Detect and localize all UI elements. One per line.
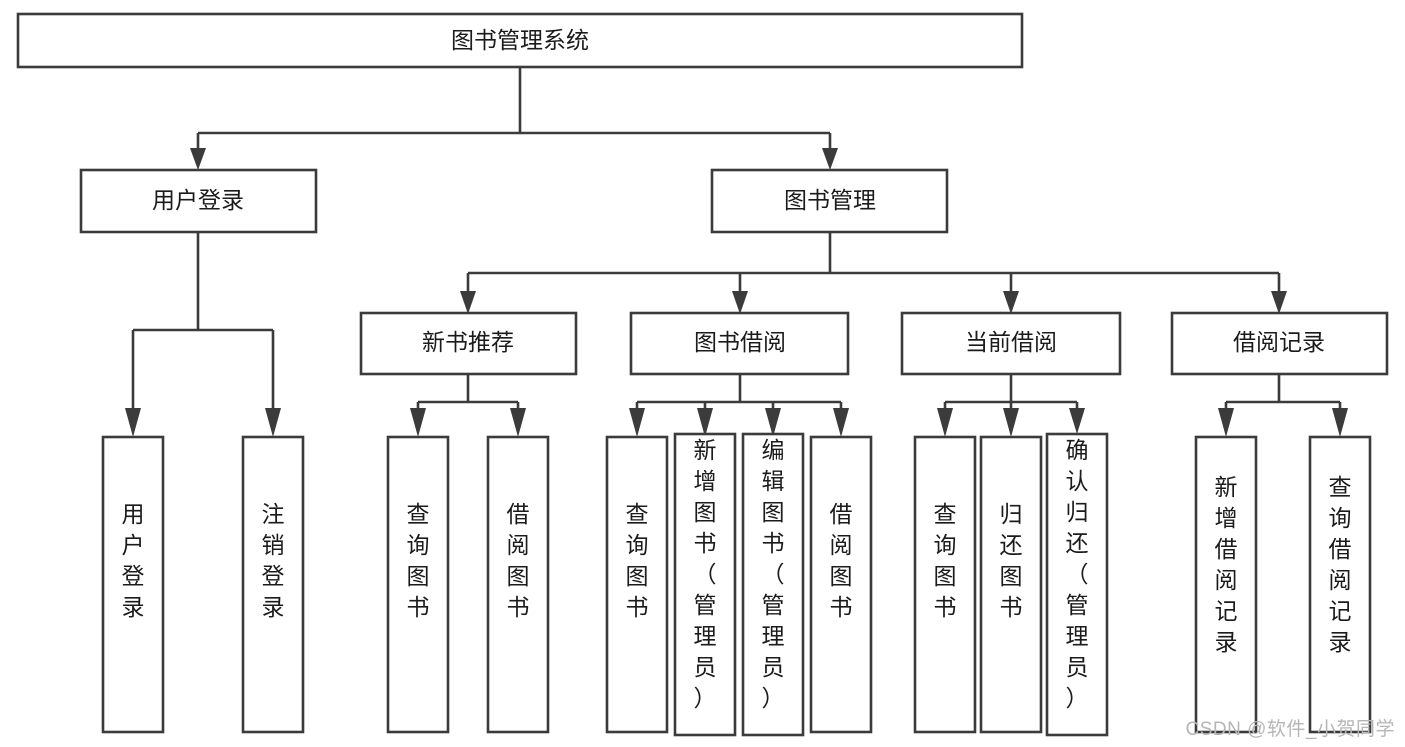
node-book-borrow-label: 图书借阅 xyxy=(694,329,786,355)
leaf-book-borrow-3-box[interactable] xyxy=(741,432,805,737)
node-book-manage-box[interactable] xyxy=(710,168,949,234)
node-user-login-box[interactable] xyxy=(79,168,318,234)
node-root[interactable]: 图书管理系统 xyxy=(16,12,1024,69)
leaf-user-login-2-box[interactable] xyxy=(241,435,305,734)
node-borrow-record[interactable]: 借阅记录 xyxy=(1170,311,1389,376)
leaf-user-login-2-label: 注销登录 xyxy=(262,501,285,620)
arrow-head-borrow-record xyxy=(1271,291,1287,314)
arrow-head-leaf-user-login-1 xyxy=(125,408,141,437)
arrow-head-leaf-borrow-record-2 xyxy=(1332,408,1348,437)
arrow-head-user-login xyxy=(190,148,206,170)
leaf-node[interactable]: 注销登录 xyxy=(241,435,305,734)
leaf-node[interactable]: 查询借阅记录 xyxy=(1308,435,1372,734)
leaf-node[interactable]: 借阅图书 xyxy=(486,435,550,734)
node-current-borrow[interactable]: 当前借阅 xyxy=(900,311,1122,376)
leaf-new-book-2-box[interactable] xyxy=(486,435,550,734)
arrow-head-book-borrow xyxy=(732,291,748,314)
arrow-head-leaf-book-borrow-1 xyxy=(629,408,645,437)
node-book-manage[interactable]: 图书管理 xyxy=(710,168,949,234)
leaf-new-book-1-box[interactable] xyxy=(386,435,450,734)
node-borrow-record-box[interactable] xyxy=(1170,311,1389,376)
leaf-borrow-record-1-box[interactable] xyxy=(1194,435,1258,734)
connector-group-book-manage xyxy=(460,232,1287,314)
arrow-head-leaf-current-borrow-3 xyxy=(1069,408,1085,434)
leaf-node[interactable]: 归还图书 xyxy=(979,435,1043,734)
leaf-book-borrow-1-box[interactable] xyxy=(605,435,669,734)
leaf-node[interactable]: 编辑图书（管理员） xyxy=(741,432,805,737)
connector-group-new-book xyxy=(410,374,526,437)
node-new-book-recommend[interactable]: 新书推荐 xyxy=(359,311,578,376)
leaf-node[interactable]: 用户登录 xyxy=(101,435,165,734)
leaf-book-borrow-1-label: 查询图书 xyxy=(626,501,649,620)
node-new-book-recommend-box[interactable] xyxy=(359,311,578,376)
arrow-head-leaf-borrow-record-1 xyxy=(1218,408,1234,437)
node-new-book-recommend-label: 新书推荐 xyxy=(422,329,514,355)
arrow-head-leaf-book-borrow-4 xyxy=(833,408,849,437)
arrow-head-leaf-book-borrow-3 xyxy=(765,408,781,437)
leaf-node[interactable]: 借阅图书 xyxy=(809,435,873,734)
leaf-current-borrow-1-label: 查询图书 xyxy=(934,501,957,620)
connector-group-user-login xyxy=(125,232,281,437)
arrow-head-leaf-current-borrow-2 xyxy=(1003,408,1019,437)
leaf-borrow-record-2-label: 查询借阅记录 xyxy=(1329,474,1352,655)
leaf-node[interactable]: 查询图书 xyxy=(605,435,669,734)
leaf-new-book-2-label: 借阅图书 xyxy=(507,501,530,620)
connector-group-book-borrow xyxy=(629,374,849,437)
leaf-new-book-1-label: 查询图书 xyxy=(407,501,430,620)
csdn-watermark: CSDN @软件_小贺同学 xyxy=(1185,719,1395,740)
arrow-head-new-book xyxy=(460,291,476,314)
arrow-head-leaf-book-borrow-2 xyxy=(697,408,713,437)
node-book-borrow-box[interactable] xyxy=(629,311,850,376)
leaf-current-borrow-2-box[interactable] xyxy=(979,435,1043,734)
node-root-label: 图书管理系统 xyxy=(451,27,589,53)
leaf-node[interactable]: 查询图书 xyxy=(386,435,450,734)
leaf-node[interactable]: 新增图书（管理员） xyxy=(673,432,737,737)
connector-group-borrow-record xyxy=(1218,374,1348,437)
arrow-head-leaf-new-book-2 xyxy=(510,408,526,437)
node-root-box[interactable] xyxy=(16,12,1024,69)
node-current-borrow-label: 当前借阅 xyxy=(965,329,1057,355)
leaf-book-borrow-2-label: 新增图书（管理员） xyxy=(694,437,717,711)
leaf-book-borrow-4-box[interactable] xyxy=(809,435,873,734)
leaf-node[interactable]: 查询图书 xyxy=(913,435,977,734)
leaf-book-borrow-2-box[interactable] xyxy=(673,432,737,737)
node-book-manage-label: 图书管理 xyxy=(784,187,876,213)
connector-group-root xyxy=(190,67,838,170)
node-user-login[interactable]: 用户登录 xyxy=(79,168,318,234)
node-book-borrow[interactable]: 图书借阅 xyxy=(629,311,850,376)
leaf-user-login-1-box[interactable] xyxy=(101,435,165,734)
arrow-head-book-manage xyxy=(822,148,838,170)
arrow-head-leaf-new-book-1 xyxy=(410,408,426,437)
leaf-book-borrow-4-label: 借阅图书 xyxy=(830,501,853,620)
leaf-node[interactable]: 确认归还（管理员） xyxy=(1045,432,1109,737)
leaf-book-borrow-3-label: 编辑图书（管理员） xyxy=(762,437,785,711)
leaf-current-borrow-3-label: 确认归还（管理员） xyxy=(1066,437,1089,711)
node-user-login-label: 用户登录 xyxy=(152,187,244,213)
connector-group-current-borrow xyxy=(937,374,1085,437)
leaf-borrow-record-2-box[interactable] xyxy=(1308,435,1372,734)
leaf-user-login-1-label: 用户登录 xyxy=(122,501,145,620)
arrow-head-leaf-user-login-2 xyxy=(265,408,281,437)
arrow-head-current-borrow xyxy=(1003,291,1019,314)
arrow-head-leaf-current-borrow-1 xyxy=(937,408,953,437)
leaf-current-borrow-3-box[interactable] xyxy=(1045,432,1109,737)
node-current-borrow-box[interactable] xyxy=(900,311,1122,376)
leaf-node[interactable]: 新增借阅记录 xyxy=(1194,435,1258,734)
leaf-current-borrow-1-box[interactable] xyxy=(913,435,977,734)
leaf-borrow-record-1-label: 新增借阅记录 xyxy=(1215,474,1238,655)
leaf-current-borrow-2-label: 归还图书 xyxy=(1000,501,1023,620)
node-borrow-record-label: 借阅记录 xyxy=(1233,329,1325,355)
